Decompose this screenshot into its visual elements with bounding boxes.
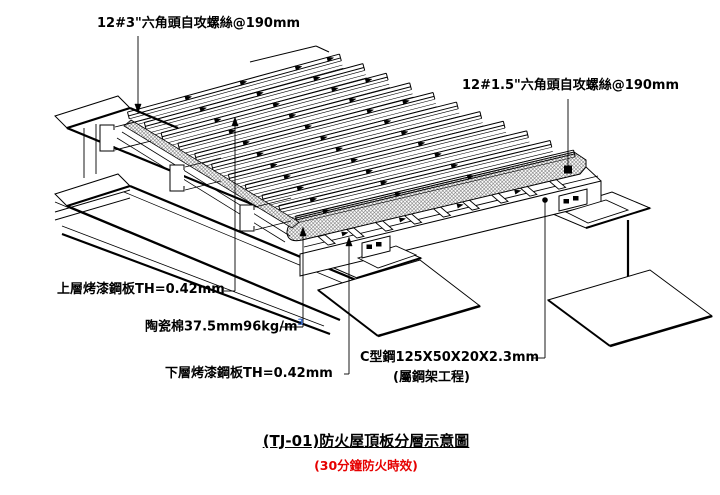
label-right-screw: 12#1.5"六角頭自攻螺絲@190mm [462, 78, 680, 93]
ceramic-wool-superscript: 3 [297, 318, 304, 328]
drawing-title: (TJ-01)防火屋頂板分層示意圖 [262, 432, 470, 450]
label-c-channel-note: (屬鋼架工程) [393, 370, 470, 385]
ceramic-wool-text: 陶瓷棉37.5mm96kg/m [145, 319, 298, 335]
drawing-subtitle: (30分鐘防火時效) [314, 458, 418, 473]
label-ceramic-wool: 陶瓷棉37.5mm96kg/m3 [145, 318, 304, 335]
label-upper-panel: 上層烤漆鋼板TH=0.42mm [57, 282, 225, 297]
label-lower-panel: 下層烤漆鋼板TH=0.42mm [165, 366, 333, 381]
label-c-channel: C型鋼125X50X20X2.3mm [360, 350, 540, 365]
label-top-screw: 12#3"六角頭自攻螺絲@190mm [97, 16, 301, 31]
